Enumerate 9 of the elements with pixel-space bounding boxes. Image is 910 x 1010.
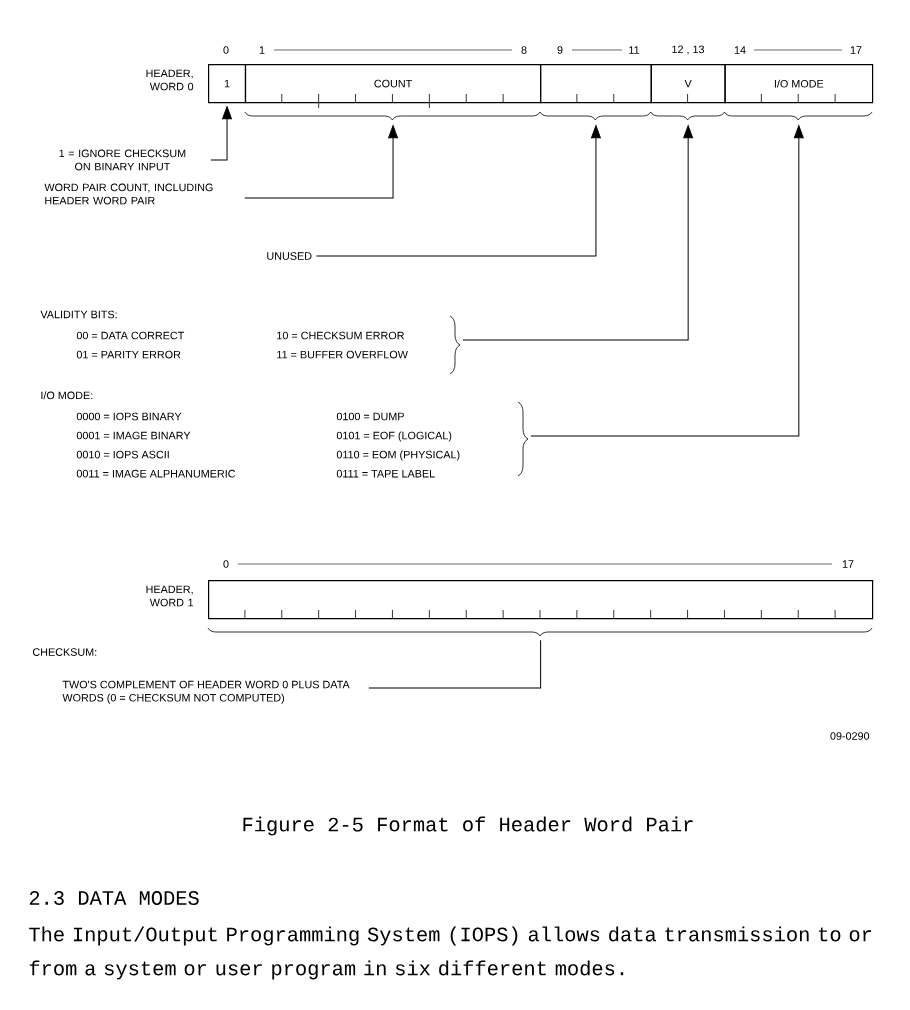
arrow <box>315 125 601 257</box>
arrow <box>462 125 694 341</box>
leader-line <box>368 639 542 689</box>
body-paragraph: The Input/Output Programming System (IOPS) allows data transmission to or from a system or user program in six different modes. <box>29 926 872 980</box>
arrow <box>210 106 232 161</box>
section-heading: 2.3 DATA MODES <box>29 891 199 905</box>
arrow <box>244 125 398 199</box>
figure-caption: Figure 2-5 Format of Header Word Pair <box>243 816 693 836</box>
arrow <box>530 125 804 437</box>
